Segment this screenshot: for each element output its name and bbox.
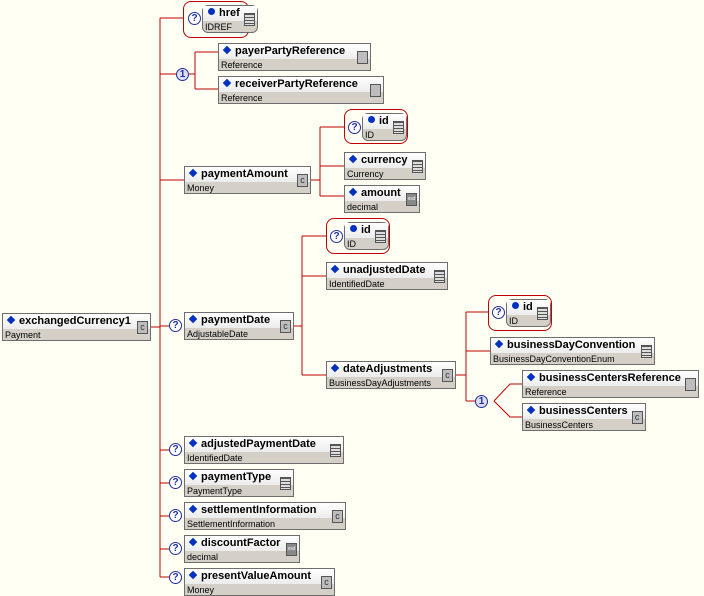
element-receiverPartyReference[interactable]: receiverPartyReference Reference: [218, 76, 384, 104]
attribute-group-id: [326, 218, 390, 254]
xsd-type-icon: xsd: [406, 193, 417, 206]
simple-type-icon: [536, 307, 548, 320]
empty-type-icon: [684, 378, 696, 391]
simple-type-icon: [243, 13, 255, 26]
element-icon: [494, 339, 504, 349]
empty-type-icon: [357, 51, 368, 64]
optional-icon: ?: [169, 571, 182, 584]
choice-icon[interactable]: 1: [176, 68, 189, 81]
element-icon: [188, 537, 198, 547]
attribute-id[interactable]: id ID: [362, 113, 407, 141]
element-icon: [330, 264, 340, 274]
xsd-type-icon: xsd: [286, 543, 297, 556]
element-currency[interactable]: currency Currency: [344, 152, 426, 180]
element-payerPartyReference[interactable]: payerPartyReference Reference: [218, 43, 371, 71]
simple-type-icon: [280, 477, 291, 490]
element-icon: [222, 78, 232, 88]
element-icon: [330, 363, 340, 373]
element-dateAdjustments[interactable]: dateAdjustments BusinessDayAdjustments c: [326, 361, 456, 389]
optional-icon: ?: [169, 443, 182, 456]
attribute-icon: [208, 8, 215, 15]
attribute-href[interactable]: href IDREF: [202, 5, 258, 33]
simple-type-icon: [392, 121, 404, 134]
simple-type-icon: [434, 270, 445, 283]
element-icon: [348, 154, 358, 164]
choice-icon[interactable]: 1: [475, 395, 488, 408]
attribute-icon: [512, 302, 519, 309]
optional-icon: ?: [330, 230, 343, 243]
element-icon: [348, 187, 358, 197]
element-amount[interactable]: amount decimal xsd: [344, 185, 420, 213]
element-icon: [188, 438, 198, 448]
element-icon: [188, 168, 198, 178]
element-icon: [188, 570, 198, 580]
element-icon: [188, 314, 198, 324]
attribute-group-id: [488, 295, 552, 331]
complex-type-icon[interactable]: c: [297, 174, 308, 187]
empty-type-icon: [370, 84, 381, 97]
element-paymentDate[interactable]: paymentDate AdjustableDate c: [184, 312, 294, 340]
optional-icon: ?: [169, 476, 182, 489]
optional-icon: ?: [169, 319, 182, 332]
complex-type-icon[interactable]: c: [332, 510, 343, 523]
root-element-exchangedCurrency1[interactable]: exchangedCurrency1 Payment c: [2, 313, 151, 341]
attribute-id[interactable]: id ID: [344, 222, 389, 250]
simple-type-icon: [412, 160, 423, 173]
complex-type-icon[interactable]: c: [631, 411, 643, 424]
optional-icon: ?: [492, 306, 505, 319]
optional-icon: ?: [169, 509, 182, 522]
element-businessCentersReference[interactable]: businessCentersReference Reference: [522, 370, 699, 398]
element-icon: [526, 405, 536, 415]
optional-icon: ?: [169, 542, 182, 555]
element-adjustedPaymentDate[interactable]: adjustedPaymentDate IdentifiedDate: [184, 436, 344, 464]
element-businessDayConvention[interactable]: businessDayConvention BusinessDayConvent…: [490, 337, 655, 365]
element-settlementInformation[interactable]: settlementInformation SettlementInformat…: [184, 502, 346, 530]
element-icon: [222, 45, 232, 55]
element-paymentType[interactable]: paymentType PaymentType: [184, 469, 294, 497]
attribute-id[interactable]: id ID: [506, 299, 551, 327]
element-presentValueAmount[interactable]: presentValueAmount Money c: [184, 568, 335, 596]
attribute-icon: [350, 225, 357, 232]
complex-type-icon[interactable]: c: [137, 321, 148, 334]
element-icon: [188, 471, 198, 481]
complex-type-icon[interactable]: c: [442, 369, 453, 382]
element-businessCenters[interactable]: businessCenters BusinessCenters c: [522, 403, 646, 431]
element-icon: [526, 372, 536, 382]
element-unadjustedDate[interactable]: unadjustedDate IdentifiedDate: [326, 262, 448, 290]
element-icon: [188, 504, 198, 514]
complex-type-icon[interactable]: c: [280, 320, 291, 333]
simple-type-icon: [374, 230, 386, 243]
element-paymentAmount[interactable]: paymentAmount Money c: [184, 166, 311, 194]
optional-icon: ?: [348, 121, 361, 134]
simple-type-icon: [330, 444, 341, 457]
attribute-icon: [368, 116, 375, 123]
attribute-group-id: [344, 109, 408, 144]
element-icon: [6, 315, 16, 325]
element-discountFactor[interactable]: discountFactor decimal xsd: [184, 535, 300, 563]
optional-icon: ?: [188, 12, 201, 25]
complex-type-icon[interactable]: c: [321, 576, 332, 589]
simple-type-icon: [641, 345, 652, 358]
